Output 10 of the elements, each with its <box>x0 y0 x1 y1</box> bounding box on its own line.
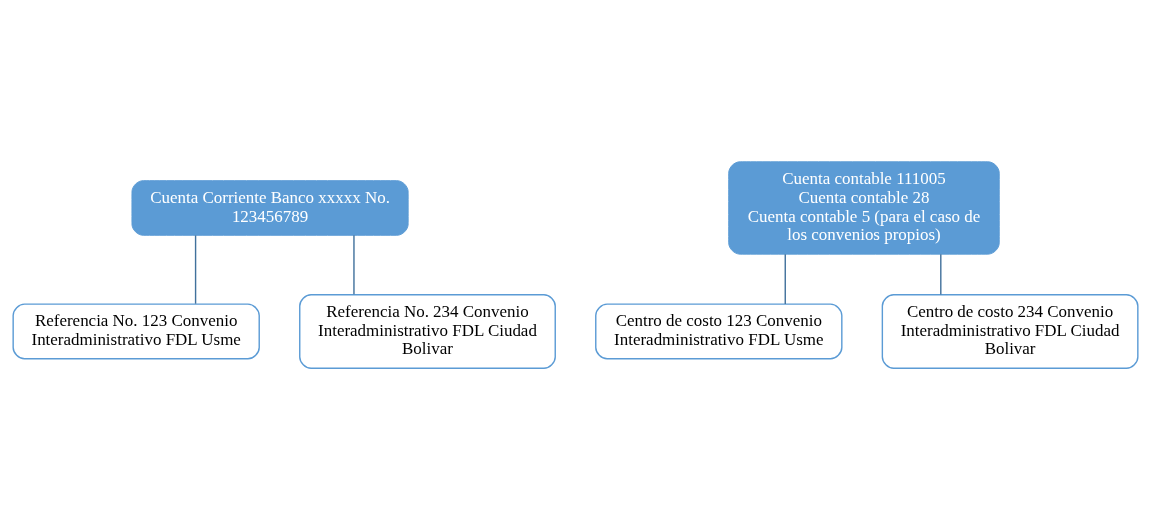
connector <box>940 253 942 295</box>
node-box: Cuenta contable 111005 Cuenta contable 28 Cuenta contable 5 (para el caso de los convenios propios) <box>728 160 1000 255</box>
node-box: Cuenta Corriente Banco xxxxx No. 123456789 <box>131 179 409 236</box>
connector <box>194 234 197 304</box>
connector <box>784 253 786 305</box>
node-box: Referencia No. 123 Convenio Interadministrativo FDL Usme <box>12 302 260 359</box>
node-box: Referencia No. 234 Convenio Interadministrativo FDL Ciudad Bolivar <box>299 293 556 369</box>
node-box: Centro de costo 234 Convenio Interadministrativo FDL Ciudad Bolivar <box>881 293 1139 369</box>
connector <box>353 234 355 295</box>
node-box: Centro de costo 123 Convenio Interadministrativo FDL Usme <box>595 302 843 359</box>
